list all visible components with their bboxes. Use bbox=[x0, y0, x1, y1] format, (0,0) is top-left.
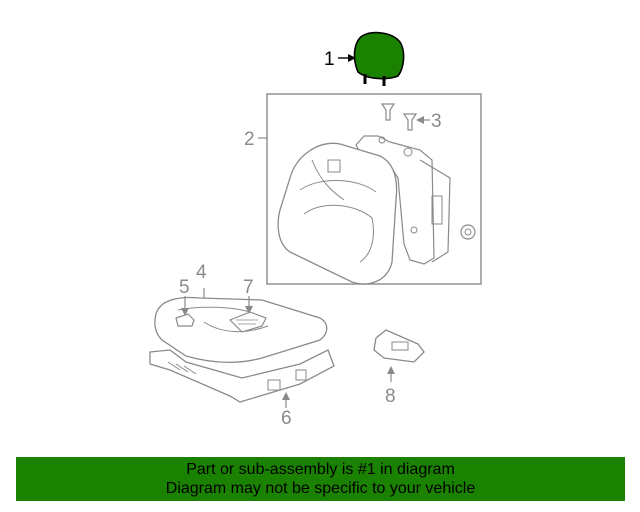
seatback-group-part-2[interactable] bbox=[258, 93, 482, 285]
callout-arrow-1 bbox=[338, 54, 356, 62]
clip-part-3[interactable] bbox=[380, 103, 430, 131]
callout-1: 1 bbox=[324, 49, 335, 70]
callout-5: 5 bbox=[179, 277, 190, 298]
callout-3: 3 bbox=[431, 111, 442, 132]
info-banner: Part or sub-assembly is #1 in diagram Di… bbox=[16, 457, 625, 501]
callout-6: 6 bbox=[281, 408, 292, 429]
clip-part-5[interactable] bbox=[175, 296, 195, 327]
callout-4: 4 bbox=[196, 262, 207, 283]
callout-8: 8 bbox=[385, 386, 396, 407]
callout-2: 2 bbox=[244, 129, 255, 150]
banner-line-part: Part or sub-assembly is #1 in diagram bbox=[186, 461, 455, 478]
headrest-part-1[interactable] bbox=[353, 31, 405, 86]
seat-frame-part-6[interactable] bbox=[149, 349, 335, 408]
banner-line-disclaimer: Diagram may not be specific to your vehi… bbox=[165, 480, 476, 497]
bracket-part-8[interactable] bbox=[373, 329, 425, 382]
callout-7: 7 bbox=[243, 277, 254, 298]
cushion-pad-part-7[interactable] bbox=[228, 296, 267, 333]
